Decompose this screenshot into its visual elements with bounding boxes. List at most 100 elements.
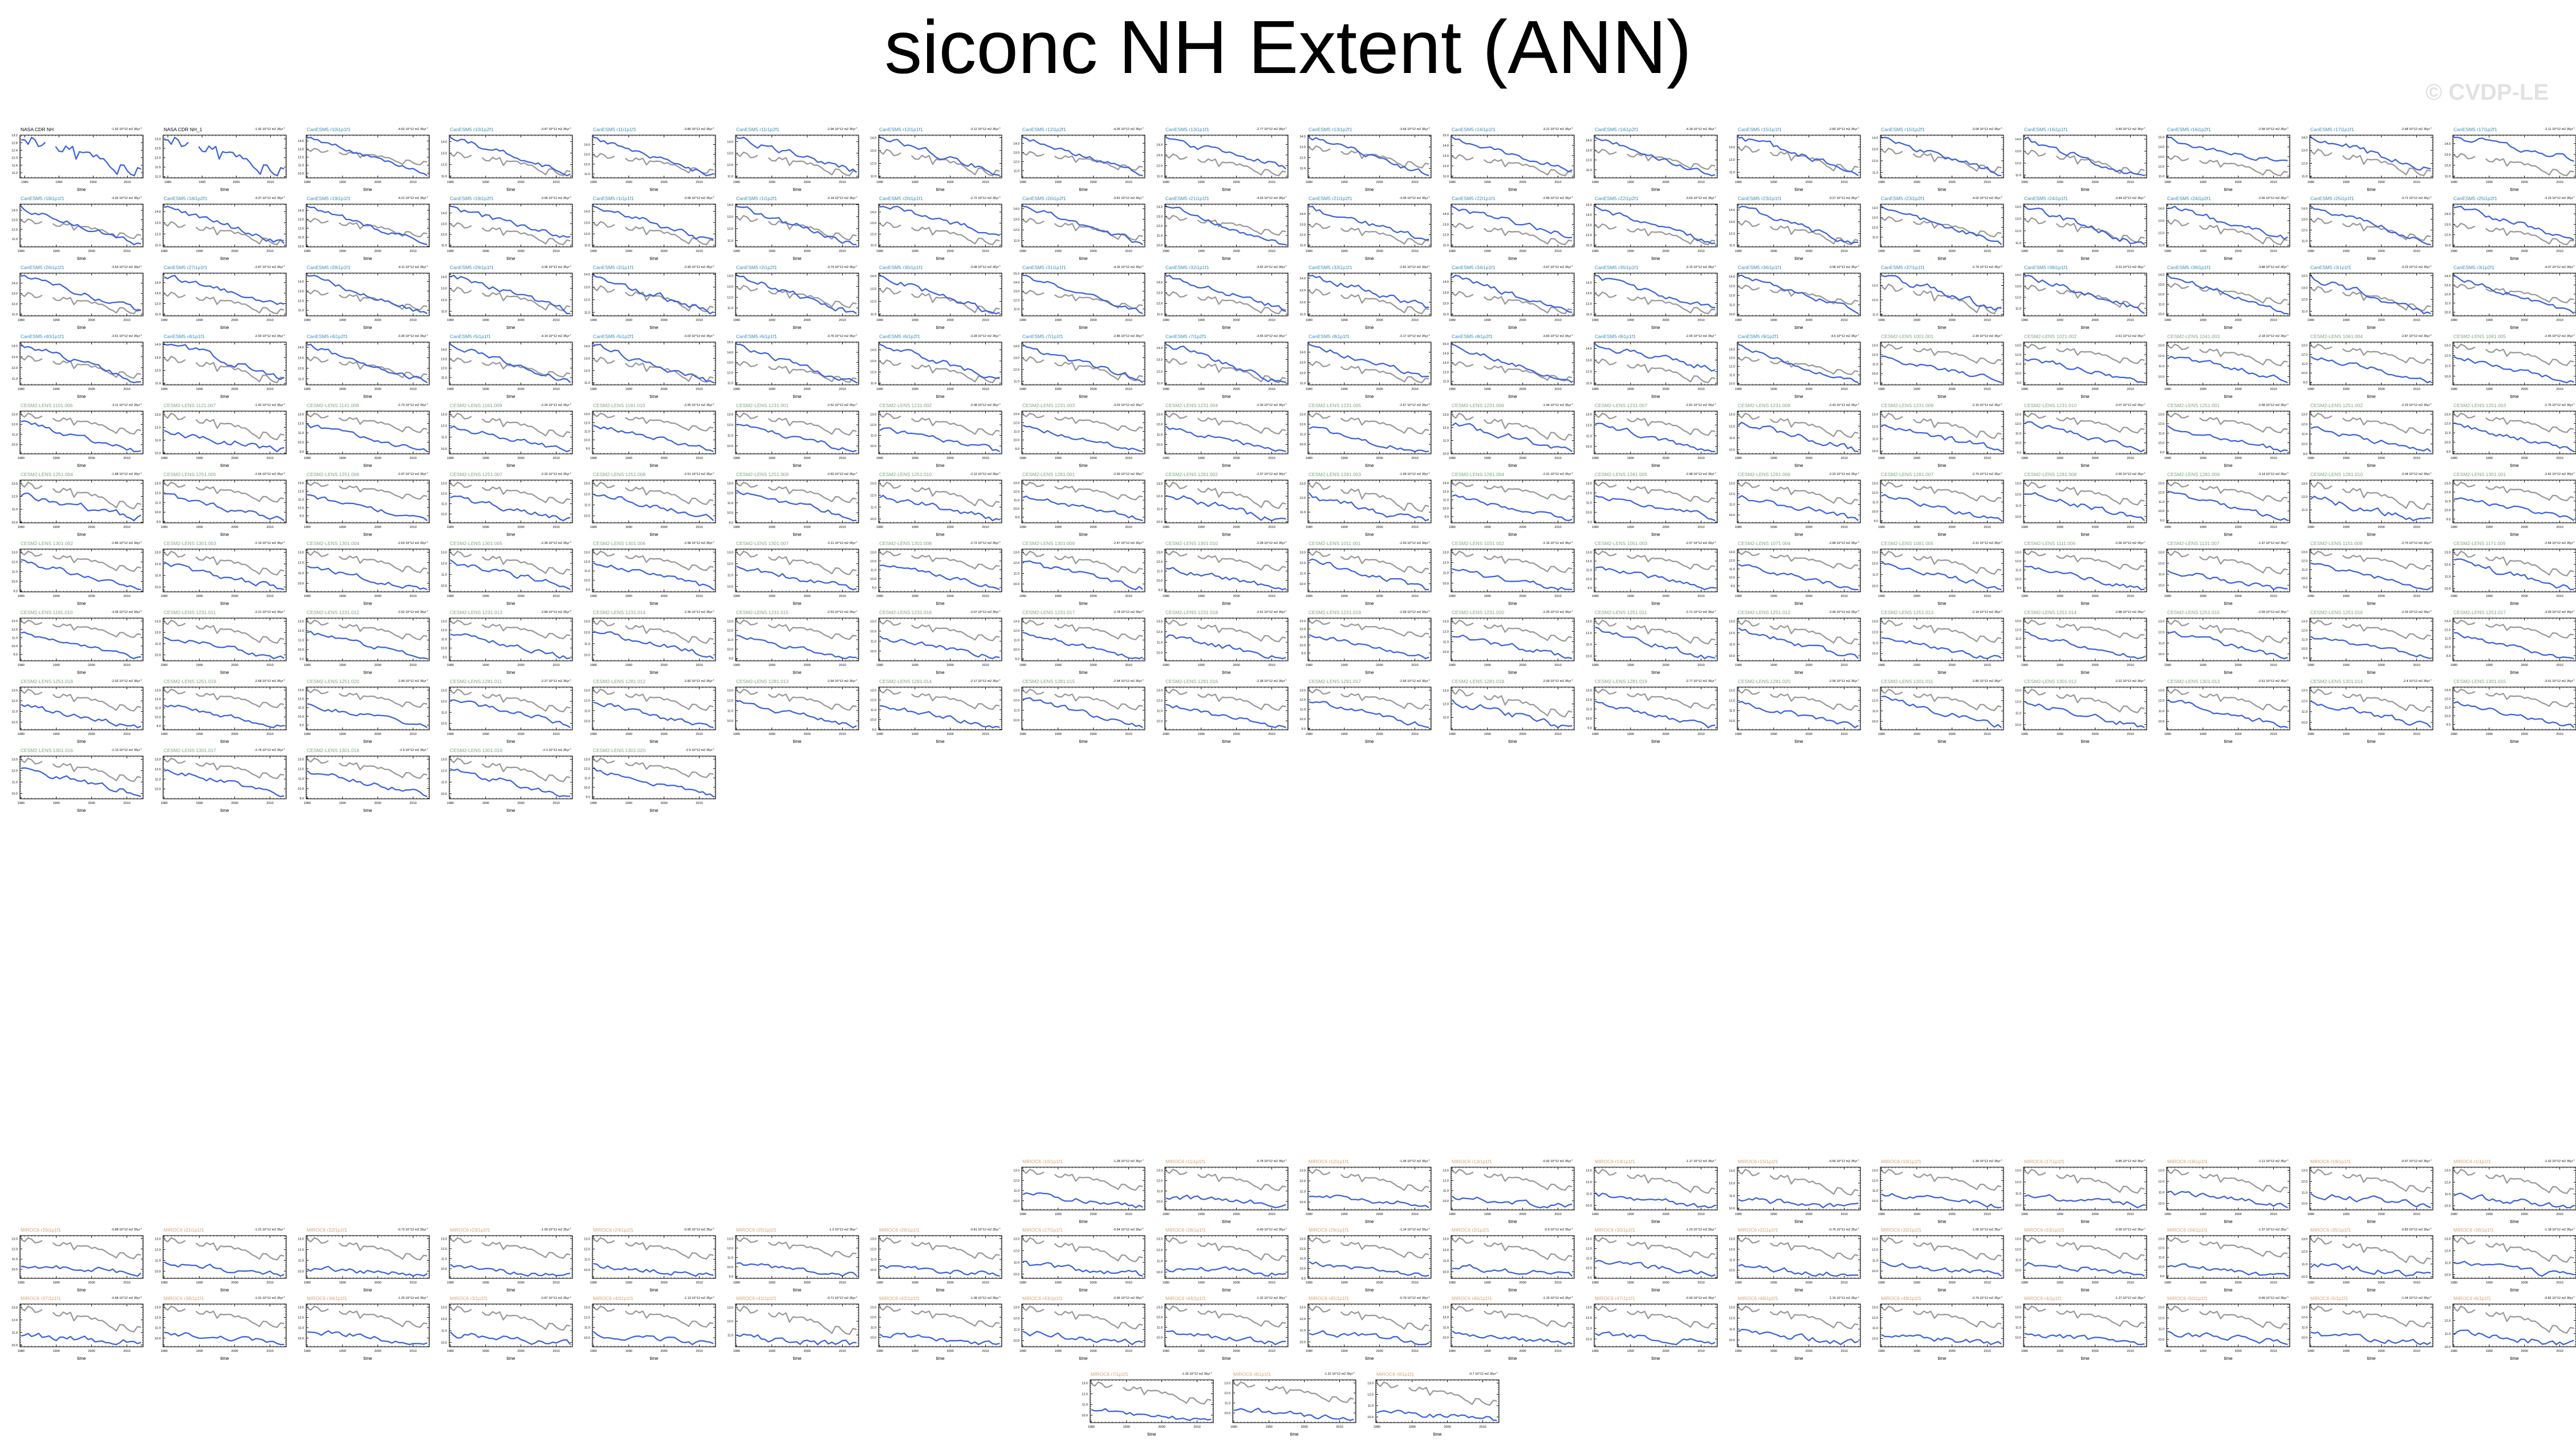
obs-line [1309, 145, 1331, 152]
y-tick-label: 12.0 [155, 157, 161, 160]
y-tick-label: 11.0 [298, 309, 304, 312]
x-tick-label: 1990 [2486, 181, 2493, 184]
y-tick-label: 14.0 [1299, 213, 1306, 216]
trend-label: -2.11 10^12 m2 35yr-1 [2545, 127, 2575, 132]
model-line [450, 205, 571, 238]
trend-label: -1.92 10^12 m2 36yr-1 [254, 127, 286, 132]
y-tick-label: 13.0 [441, 152, 447, 155]
panel: CanESM5 r11i1p2f1-2.94 10^12 m2 35yr-119… [727, 127, 859, 192]
trend-superscript: -1 [2286, 196, 2289, 198]
x-tick-label: 1980 [1163, 250, 1169, 253]
y-tick-label: 13.0 [1729, 146, 1735, 149]
model-line [879, 136, 1000, 176]
x-tick-label: 1980 [1163, 181, 1169, 184]
plot-frame [2309, 204, 2433, 247]
trend-superscript: -1 [2143, 196, 2146, 198]
trend-superscript: -1 [2286, 127, 2289, 129]
x-tick-label: 1990 [2200, 181, 2207, 184]
obs-line [338, 222, 428, 238]
trend-superscript: -1 [2429, 127, 2432, 129]
y-tick-label: 14.0 [1156, 206, 1163, 209]
panel: CanESM5 r15i1p2f1-3.04 10^12 m2 35yr-119… [1872, 127, 2004, 192]
obs-line [736, 215, 758, 222]
panel-title: CanESM5 r22i1p2f1 [1595, 196, 1639, 201]
obs-line [1340, 150, 1429, 169]
obs-line [2055, 155, 2145, 176]
panel-title: CanESM5 r16i1p1f1 [2024, 127, 2068, 132]
plot-frame [735, 135, 859, 178]
x-tick-label: 1980 [876, 181, 883, 184]
x-tick-label: 2010 [696, 181, 702, 184]
y-tick-label: 12.0 [727, 228, 733, 231]
trend-superscript: -1 [140, 127, 142, 129]
y-tick-label: 12.5 [155, 147, 161, 151]
trend-label: -3.85 10^12 m2 35yr-1 [684, 127, 715, 132]
x-tick-label: 1980 [590, 181, 597, 184]
x-tick-label: 1980 [733, 250, 740, 253]
x-tick-label: 1990 [1198, 181, 1205, 184]
x-axis-label: time [1222, 187, 1231, 192]
x-axis-label: time [363, 256, 372, 261]
y-tick-label: 14.0 [2158, 208, 2164, 211]
x-tick-label: 1990 [1341, 250, 1348, 253]
y-tick-label: 11.0 [298, 164, 304, 168]
y-tick-label: 12.0 [155, 233, 161, 236]
x-axis-label: time [220, 325, 229, 330]
panel: CanESM5 r12i1p1f1-3.12 10^12 m2 35yr-119… [870, 127, 1002, 192]
x-tick-label: 1980 [1449, 181, 1456, 184]
obs-line [2453, 222, 2476, 229]
trend-superscript: -1 [140, 265, 142, 267]
obs-line [2024, 149, 2046, 157]
y-tick-label: 13.0 [1443, 155, 1449, 158]
plot-frame [1737, 135, 1861, 178]
x-tick-label: 1980 [2307, 181, 2314, 184]
y-tick-label: 12.0 [584, 163, 590, 166]
obs-line [2310, 148, 2333, 156]
y-tick-label: 14.0 [298, 281, 304, 284]
trend-label: -2.72 10^12 m2 35yr-1 [970, 196, 1001, 201]
y-tick-label: 14.0 [298, 140, 304, 143]
y-tick-label: 13.0 [2444, 153, 2451, 157]
trend-superscript: -1 [2000, 196, 2002, 198]
y-tick-label: 11.0 [1014, 239, 1019, 243]
obs-line [2453, 153, 2476, 160]
obs-line [593, 221, 615, 228]
y-tick-label: 11.0 [584, 244, 590, 247]
x-axis-label: time [220, 187, 229, 192]
trend-label: -2.87 10^12 m2 35yr-1 [254, 265, 286, 270]
obs-line [1738, 220, 1760, 228]
y-tick-label: 11.0 [2159, 244, 2164, 247]
x-axis-label: time [1508, 187, 1517, 192]
trend-label: -2.58 10^12 m2 35yr-1 [2258, 127, 2289, 132]
x-tick-label: 1980 [161, 319, 168, 322]
x-tick-label: 2010 [123, 250, 130, 253]
y-tick-label: 13.0 [727, 216, 733, 219]
trend-label: -4.21 10^12 m2 35yr-1 [397, 196, 429, 201]
model-line [450, 274, 571, 315]
trend-superscript: -1 [1571, 127, 1573, 129]
x-axis-label: time [220, 256, 229, 261]
y-tick-label: 11.0 [155, 244, 161, 247]
x-tick-label: 2000 [661, 250, 668, 253]
y-tick-label: 13.0 [1013, 151, 1019, 155]
panel-title: CanESM5 r14i1p2f1 [1595, 127, 1639, 132]
x-tick-label: 1980 [304, 319, 311, 322]
panel: CanESM5 r22i1p1f1-2.89 10^12 m2 35yr-119… [1443, 196, 1575, 261]
panel: CanESM5 r1i1p1f1-3.58 10^12 m2 35yr-1198… [584, 196, 716, 261]
x-tick-label: 2000 [1090, 181, 1097, 184]
x-tick-label: 1990 [2057, 250, 2063, 253]
x-tick-label: 2000 [2092, 181, 2099, 184]
trend-label: -3.66 10^12 m2 35yr-1 [1399, 127, 1431, 132]
trend-label: -3.19 10^12 m2 35yr-1 [2544, 196, 2575, 201]
y-tick-label: 12.0 [1156, 164, 1163, 168]
y-tick-label: 13.0 [870, 222, 876, 225]
plot-frame [19, 135, 144, 178]
x-tick-label: 2000 [518, 181, 525, 184]
panel-title: CanESM5 r26i1p1f1 [21, 265, 64, 270]
x-tick-label: 1980 [447, 250, 454, 253]
panel-title: CanESM5 r12i1p1f1 [879, 127, 923, 132]
y-tick-label: 13.0 [298, 148, 304, 151]
trend-label: -2.96 10^12 m2 35yr-1 [541, 196, 572, 201]
x-tick-label: 2010 [1125, 181, 1132, 184]
